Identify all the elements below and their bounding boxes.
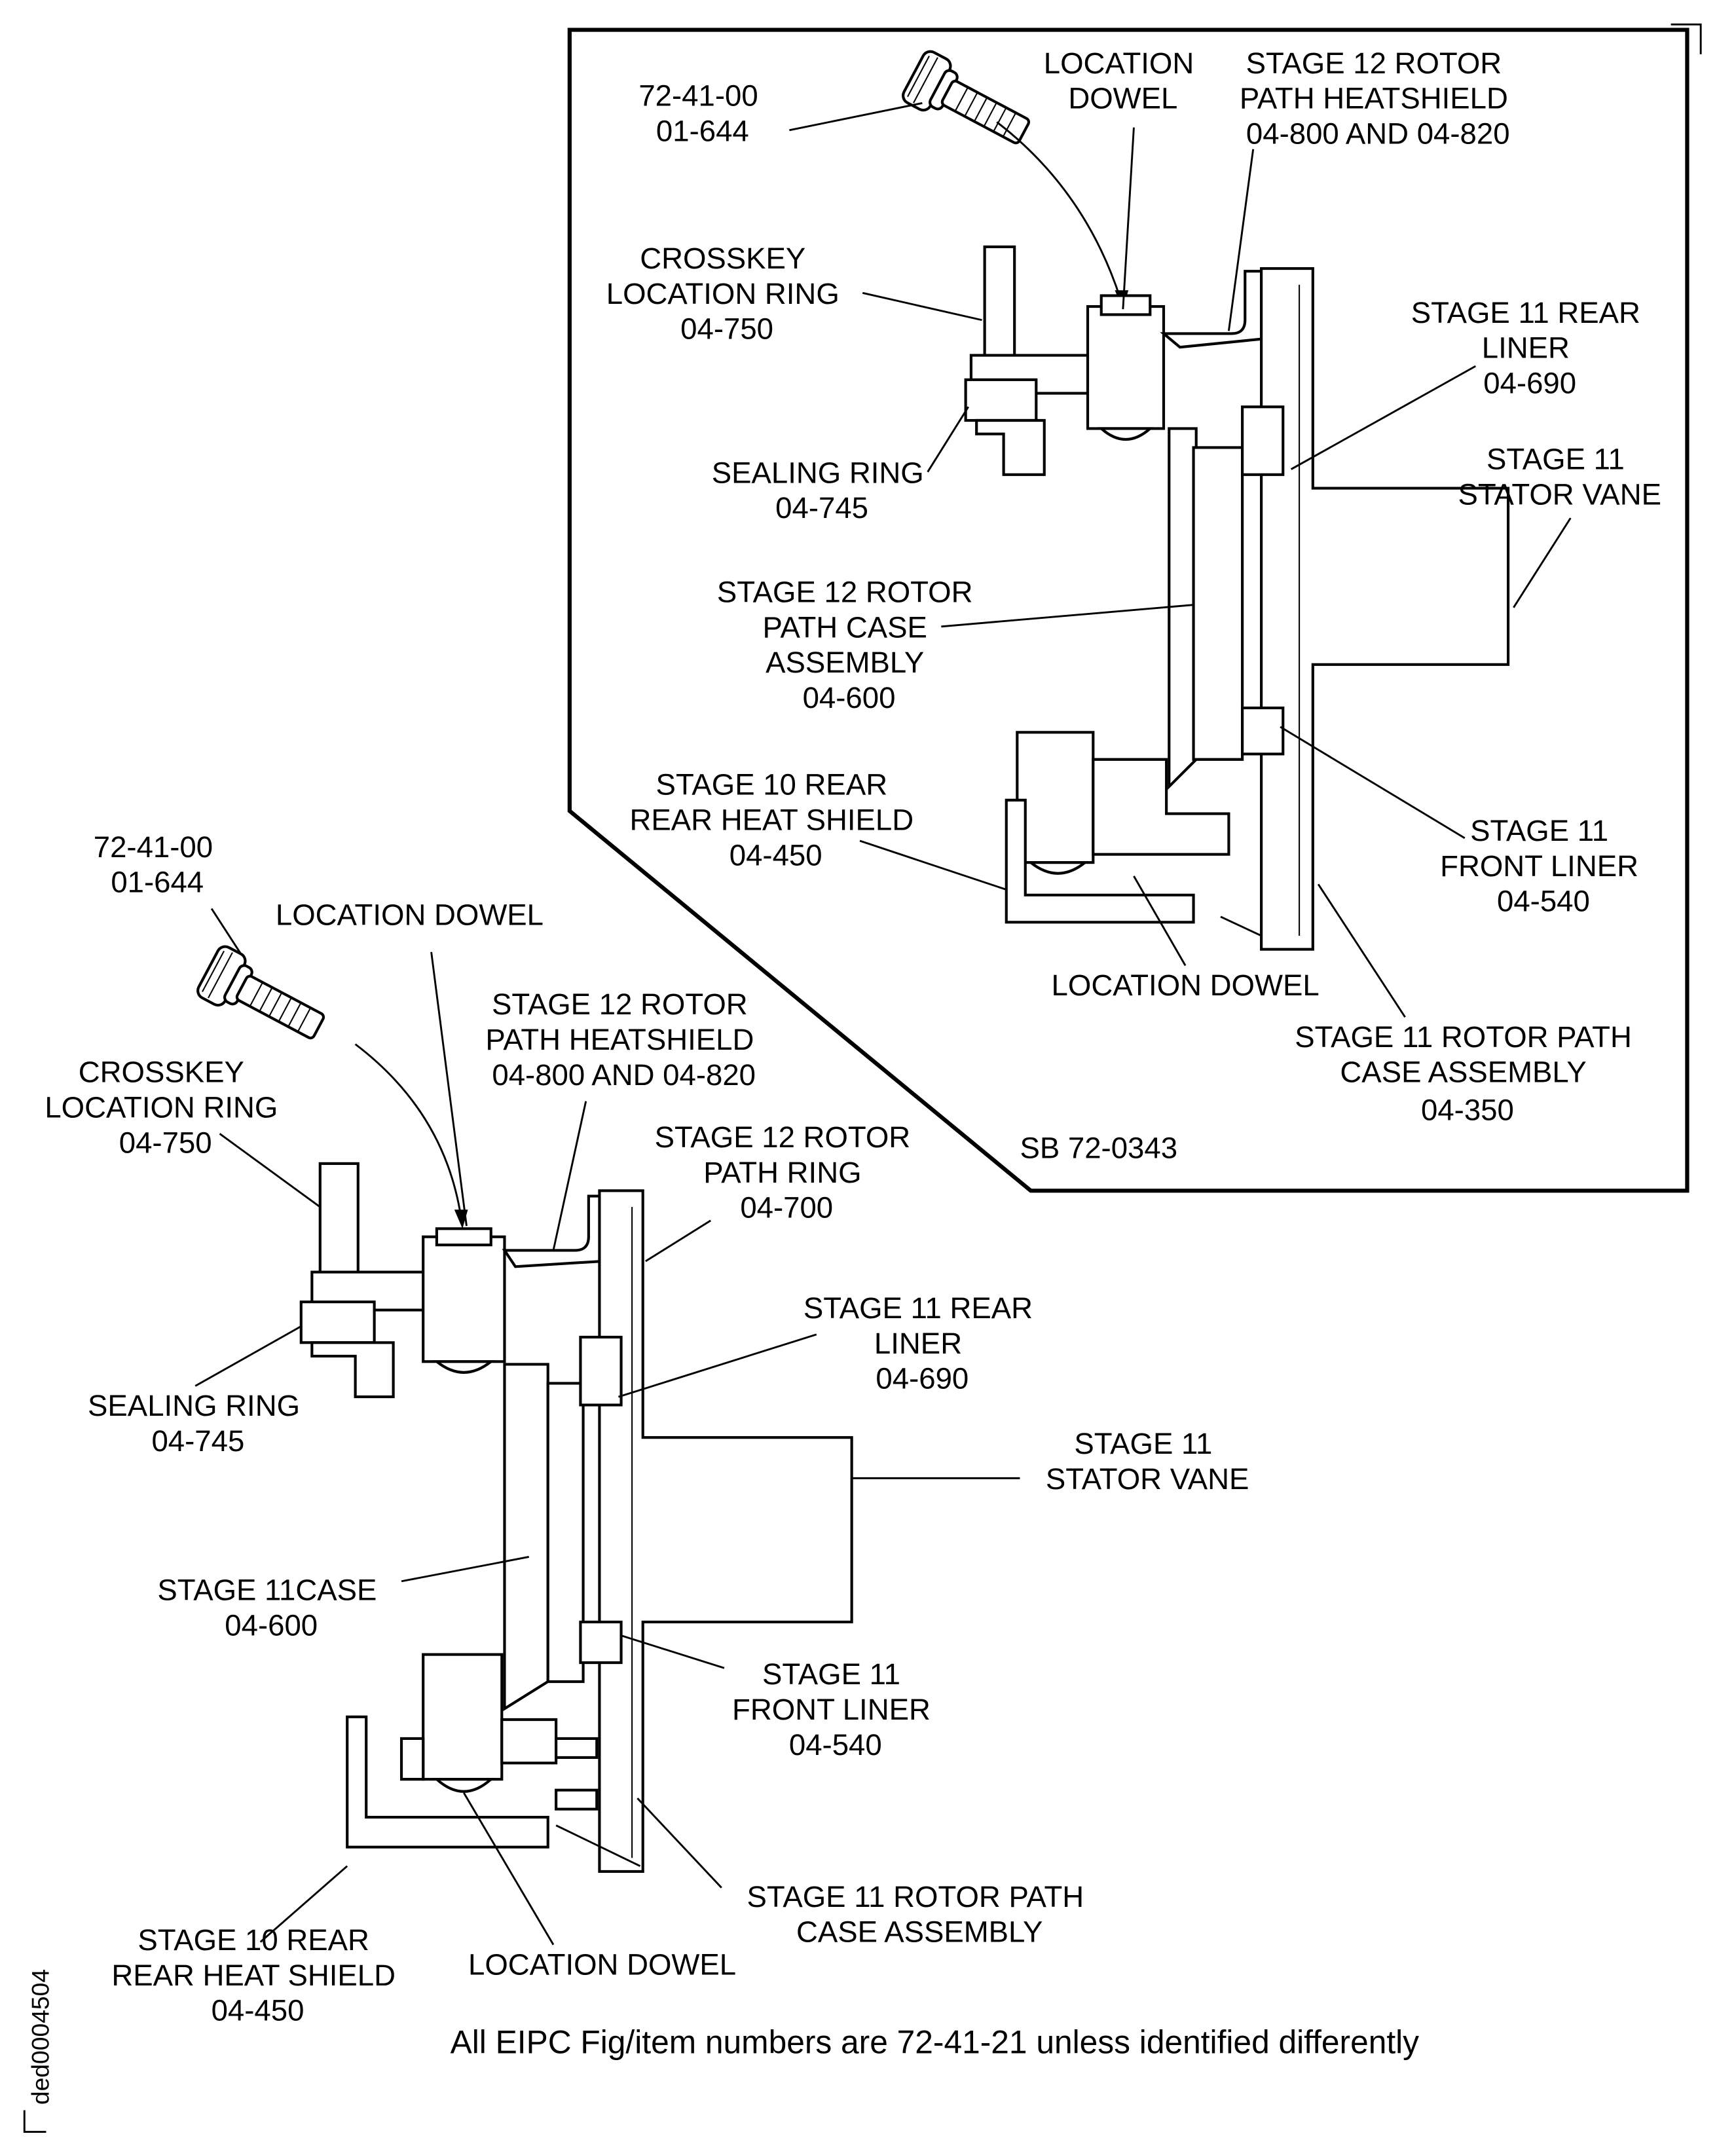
- drawing-id: ded0004504: [27, 1969, 54, 2105]
- main-panel: 72-41-00 01-644 LOCATION DOWEL STAGE 12 …: [45, 830, 1249, 2027]
- main-label-rear-heat-shield: STAGE 10 REAR REAR HEAT SHIELD 04-450: [111, 1923, 403, 2027]
- inset-leaders: [789, 101, 1572, 1018]
- drawing-id-mark: [23, 2110, 46, 2133]
- main-label-stator-vane: STAGE 11 STATOR VANE: [1046, 1427, 1249, 1496]
- main-labels: 72-41-00 01-644 LOCATION DOWEL STAGE 12 …: [45, 830, 1249, 2027]
- main-leaders: [194, 908, 1020, 1946]
- corner-mark: [1671, 23, 1702, 54]
- bolt-install-arrow: [354, 1043, 462, 1218]
- main-label-location-dowel-bottom: LOCATION DOWEL: [468, 1947, 736, 1981]
- main-label-crosskey: CROSSKEY LOCATION RING 04-750: [45, 1056, 286, 1160]
- main-label-stage11-case: STAGE 11CASE 04-600: [157, 1574, 385, 1642]
- inset-label-bolt-ref: 72-41-00 01-644: [638, 79, 766, 148]
- main-label-rear-liner: STAGE 11 REAR LINER 04-690: [803, 1291, 1041, 1395]
- inset-reference: SB 72-0343: [1020, 1132, 1177, 1165]
- main-label-location-dowel: LOCATION DOWEL: [276, 898, 544, 931]
- inset-label-sealing-ring: SEALING RING 04-745: [712, 456, 933, 525]
- bolt-icon: [902, 50, 1031, 145]
- inset-label-rotor-path-case: STAGE 11 ROTOR PATH CASE ASSEMBLY 04-350: [1295, 1020, 1640, 1127]
- footnote: All EIPC Fig/item numbers are 72-41-21 u…: [451, 2023, 1420, 2060]
- inset-label-front-liner: STAGE 11 FRONT LINER 04-540: [1440, 814, 1647, 918]
- inset-label-stator-vane: STAGE 11 STATOR VANE: [1458, 443, 1661, 511]
- main-label-sealing-ring: SEALING RING 04-745: [88, 1389, 308, 1458]
- inset-label-rear-liner: STAGE 11 REAR LINER 04-690: [1411, 296, 1649, 400]
- inset-label-case-assembly: STAGE 12 ROTOR PATH CASE ASSEMBLY 04-600: [717, 576, 981, 715]
- inset-label-heatshield: STAGE 12 ROTOR PATH HEATSHIELD 04-800 AN…: [1240, 46, 1517, 151]
- inset-label-crosskey: CROSSKEY LOCATION RING 04-750: [606, 242, 848, 346]
- bolt-install-arrow: [996, 121, 1122, 299]
- inset-frame: [567, 28, 1690, 1193]
- main-label-front-liner: STAGE 11 FRONT LINER 04-540: [732, 1657, 939, 1762]
- main-label-rotor-path-case: STAGE 11 ROTOR PATH CASE ASSEMBLY: [747, 1880, 1092, 1949]
- inset-label-location-dowel: LOCATION DOWEL: [1044, 46, 1202, 115]
- main-label-bolt-ref: 72-41-00 01-644: [94, 830, 221, 899]
- inset-assembly: [964, 245, 1510, 951]
- main-label-heatshield: STAGE 12 ROTOR PATH HEATSHIELD 04-800 AN…: [485, 987, 762, 1092]
- inset-label-location-dowel-bottom: LOCATION DOWEL: [1052, 969, 1320, 1002]
- inset-labels: 72-41-00 01-644 LOCATION DOWEL STAGE 12 …: [606, 46, 1661, 1165]
- main-label-path-ring: STAGE 12 ROTOR PATH RING 04-700: [655, 1120, 919, 1225]
- inset-label-rear-heat-shield: STAGE 10 REAR REAR HEAT SHIELD 04-450: [630, 768, 922, 872]
- main-assembly: [299, 1162, 853, 1873]
- inset-panel: 72-41-00 01-644 LOCATION DOWEL STAGE 12 …: [567, 23, 1702, 1193]
- bolt-icon: [196, 945, 325, 1040]
